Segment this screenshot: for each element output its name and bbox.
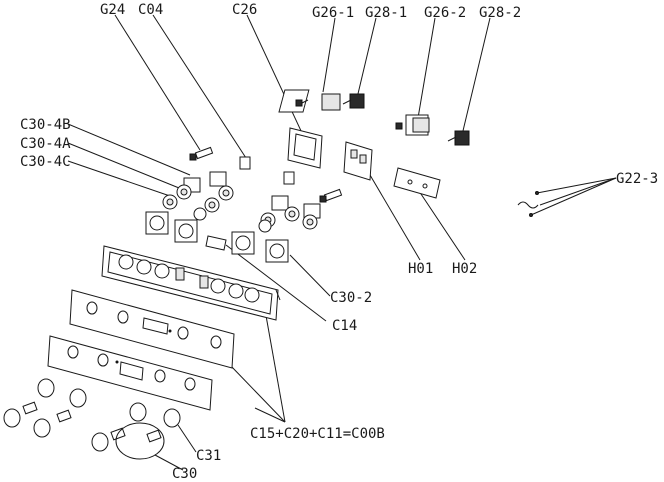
highlight-c30 bbox=[115, 422, 165, 460]
label-g26-2: G26-2 bbox=[424, 5, 466, 21]
front-panel-c20 bbox=[47, 335, 213, 411]
lamp-right bbox=[319, 188, 343, 203]
wires-g22-3 bbox=[517, 191, 539, 217]
control-panel-frame bbox=[101, 245, 281, 321]
label-g24: G24 bbox=[100, 2, 125, 18]
label-c00b: C15+C20+C11=C00B bbox=[250, 426, 385, 442]
front-panel-c15 bbox=[69, 289, 235, 369]
label-c26: C26 bbox=[232, 2, 257, 18]
bushings-left bbox=[162, 171, 234, 213]
label-c31: C31 bbox=[196, 448, 221, 464]
knobs bbox=[3, 378, 181, 452]
bushings-right bbox=[260, 195, 321, 230]
label-c30-4b: C30-4B bbox=[20, 117, 71, 133]
clip-c04 bbox=[239, 156, 295, 185]
label-g28-2: G28-2 bbox=[479, 5, 521, 21]
switch-g26-2 bbox=[395, 114, 430, 136]
flanges-left bbox=[145, 207, 207, 243]
label-c30-4a: C30-4A bbox=[20, 136, 71, 152]
label-c04: C04 bbox=[138, 2, 163, 18]
board-h02 bbox=[393, 167, 441, 199]
switch-g28-2 bbox=[447, 130, 470, 146]
label-g28-1: G28-1 bbox=[365, 5, 407, 21]
label-g26-1: G26-1 bbox=[312, 5, 354, 21]
switch-g28-1 bbox=[342, 93, 365, 109]
bracket-c26 bbox=[287, 127, 323, 169]
label-g22-3: G22-3 bbox=[616, 171, 658, 187]
flanges-right bbox=[231, 219, 289, 263]
lamp-g24 bbox=[189, 146, 214, 161]
label-c30: C30 bbox=[172, 466, 197, 482]
label-c30-4c: C30-4C bbox=[20, 154, 71, 170]
label-h02: H02 bbox=[452, 261, 477, 277]
module-h01 bbox=[343, 141, 373, 181]
label-h01: H01 bbox=[408, 261, 433, 277]
leader-lines bbox=[67, 14, 617, 471]
label-c30-2: C30-2 bbox=[330, 290, 372, 306]
plate-c14 bbox=[205, 235, 227, 251]
label-c14: C14 bbox=[332, 318, 357, 334]
switch-g26-1 bbox=[278, 89, 341, 113]
part-labels: G24 C04 C26 G26-1 G28-1 G26-2 G28-2 C30-… bbox=[20, 2, 658, 482]
